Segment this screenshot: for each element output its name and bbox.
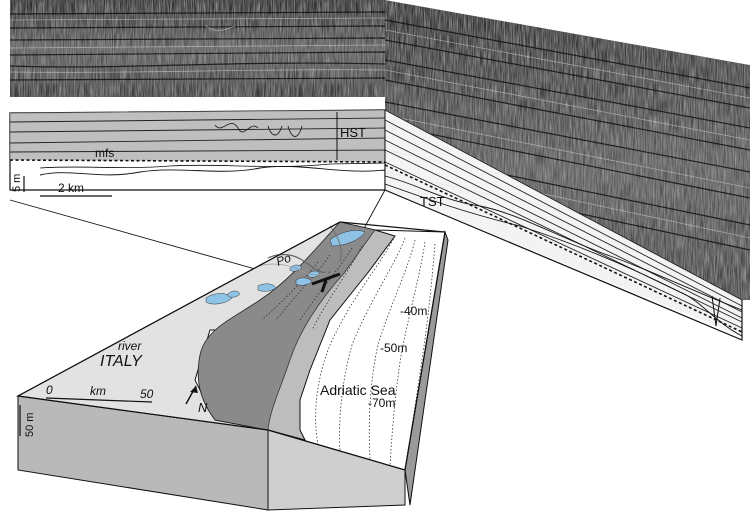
lakes — [205, 230, 366, 305]
hst-label: HST — [340, 125, 366, 140]
block-diagram: Po river ITALY Adriatic Sea -40m -50m -7… — [16, 221, 449, 511]
map-scale-fifty: 50 — [140, 387, 154, 401]
block-depth-scale: 50 m — [19, 405, 36, 437]
depth-50-label: -50m — [380, 341, 407, 355]
profile-location-mark — [311, 272, 341, 293]
profile-vertical-scale: 5 m — [11, 174, 23, 192]
block-depth-label: 50 m — [24, 413, 36, 437]
river-po-label: Po — [274, 251, 293, 269]
country-label: ITALY — [100, 353, 143, 370]
river-word-label: river — [118, 339, 142, 353]
map-scale-bar: 0 km 50 — [45, 383, 154, 403]
north-label: N — [198, 400, 208, 415]
profile-scale: 5 m 2 km — [11, 174, 112, 197]
seismic-profile — [10, 0, 750, 340]
depth-70-label: -70m — [368, 396, 395, 410]
map-scale-unit: km — [90, 384, 106, 398]
depth-40-label: -40m — [400, 304, 427, 318]
map-scale-zero: 0 — [46, 383, 53, 397]
mfs-label: mfs — [95, 146, 114, 160]
sea-label: Adriatic Sea — [320, 382, 396, 398]
tst-label: TST — [420, 194, 445, 209]
profile-horizontal-scale: 2 km — [58, 181, 84, 195]
interpreted-section: HST mfs TST — [9, 109, 743, 341]
north-arrow-icon: N — [185, 385, 208, 415]
